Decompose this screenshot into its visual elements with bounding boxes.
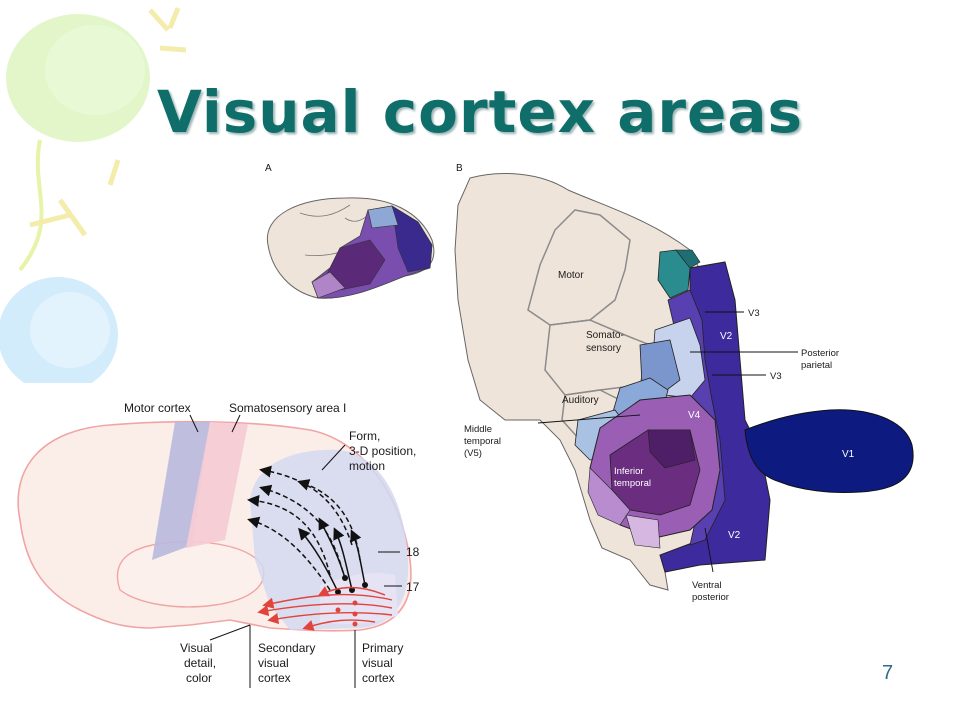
label-motor-cortex: Motor cortex xyxy=(124,401,191,415)
label-motor: Motor xyxy=(558,270,584,281)
callout-ventral-posterior-2: posterior xyxy=(692,592,729,603)
panel-a-label: A xyxy=(265,163,272,174)
callout-v3-lower: V3 xyxy=(770,371,782,382)
label-visual-detail-3: color xyxy=(186,671,212,685)
page-number: 7 xyxy=(882,662,894,684)
label-visual-detail-1: Visual xyxy=(180,641,212,655)
label-v2-upper: V2 xyxy=(720,331,733,342)
label-form-3: motion xyxy=(349,459,385,473)
lower-brain-figure: Motor cortex Somatosensory area I Form, … xyxy=(0,383,450,720)
label-primary-2: visual xyxy=(362,656,393,670)
callout-v3-upper: V3 xyxy=(748,308,760,319)
label-primary-1: Primary xyxy=(362,641,403,655)
callout-posterior-parietal-2: parietal xyxy=(801,360,832,371)
panel-b-callouts xyxy=(537,311,798,573)
motor-strip xyxy=(152,422,210,560)
label-form-1: Form, xyxy=(349,429,380,443)
panel-b: B Motor Somato- sensory Auditory V1 V2 V… xyxy=(454,163,914,603)
panel-a: A xyxy=(265,163,435,299)
label-v2-lower: V2 xyxy=(728,530,741,541)
label-somato-2: sensory xyxy=(586,343,621,354)
slide-title: Visual cortex areas xyxy=(156,78,803,146)
panel-b-label: B xyxy=(456,163,463,174)
label-primary-3: cortex xyxy=(362,671,395,685)
label-area-17: 17 xyxy=(406,580,420,594)
label-secondary-1: Secondary xyxy=(258,641,315,655)
label-visual-detail-2: detail, xyxy=(184,656,216,670)
v1-region xyxy=(744,409,914,493)
callout-ventral-posterior-1: Ventral xyxy=(692,580,722,591)
label-area-18: 18 xyxy=(406,545,420,559)
label-secondary-3: cortex xyxy=(258,671,291,685)
somatosensory-strip xyxy=(186,422,248,548)
label-inferior-1: Inferior xyxy=(614,466,644,477)
label-inferior-2: temporal xyxy=(614,478,651,489)
label-auditory: Auditory xyxy=(562,395,599,406)
label-somatosensory: Somatosensory area I xyxy=(229,401,346,415)
callout-middle-temporal-3: (V5) xyxy=(464,448,482,459)
label-v1: V1 xyxy=(842,449,855,460)
callout-middle-temporal-1: Middle xyxy=(464,424,492,435)
callout-posterior-parietal-1: Posterior xyxy=(801,348,839,359)
label-somato-1: Somato- xyxy=(586,330,624,341)
label-form-2: 3-D position, xyxy=(349,444,416,458)
label-secondary-2: visual xyxy=(258,656,289,670)
callout-middle-temporal-2: temporal xyxy=(464,436,501,447)
label-v4: V4 xyxy=(688,410,701,421)
